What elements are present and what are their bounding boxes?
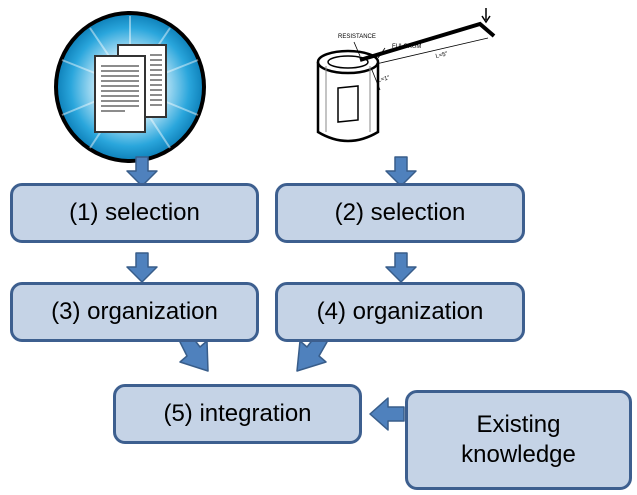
organization-3-box: (3) organization — [10, 282, 259, 342]
short-length-label: L=1" — [377, 75, 390, 84]
selection-1-box: (1) selection — [10, 183, 259, 243]
arrow-icon-to-sel1 — [126, 156, 158, 187]
organization-4-label: (4) organization — [316, 298, 484, 325]
arrow-sel1-to-org3 — [126, 252, 158, 283]
resistance-label: RESISTANCE — [338, 34, 376, 40]
selection-2-label: (2) selection — [334, 199, 466, 226]
existing-knowledge-line1: Existing — [476, 411, 561, 438]
length-label: L=5" — [435, 51, 448, 60]
selection-1-label: (1) selection — [69, 199, 200, 226]
arrow-sel2-to-org4 — [385, 252, 417, 283]
organization-4-box: (4) organization — [275, 282, 525, 342]
integration-5-box: (5) integration — [113, 384, 362, 444]
document-pages-icon — [54, 11, 206, 163]
existing-knowledge-box: Existing knowledge — [405, 390, 632, 490]
lever-on-can-icon — [316, 8, 496, 143]
integration-5-label: (5) integration — [163, 400, 312, 427]
arrow-icon-to-sel2 — [385, 156, 417, 187]
organization-3-label: (3) organization — [51, 298, 218, 325]
selection-2-box: (2) selection — [275, 183, 525, 243]
fulcrum-label: FULCRUM — [392, 44, 421, 50]
arrow-existing-to-int5 — [369, 397, 405, 431]
existing-knowledge-line2: knowledge — [461, 441, 576, 468]
